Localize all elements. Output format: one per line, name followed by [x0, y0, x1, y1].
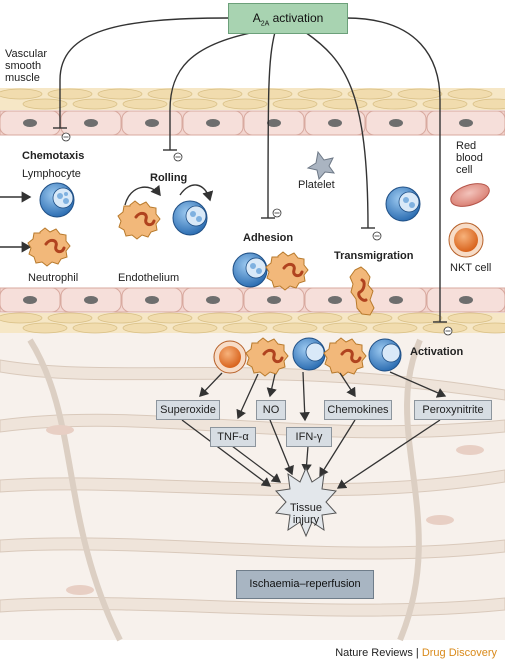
endothelium-label: Endothelium [118, 272, 180, 284]
credit-separator: | [412, 647, 422, 659]
credit-journal: Nature Reviews [335, 647, 413, 659]
transmigrating-neutrophil [349, 266, 375, 316]
adhesion-neutrophil [265, 251, 309, 291]
mediator-arrows [199, 371, 447, 422]
neutrophil-label: Neutrophil [28, 272, 79, 284]
activation-subscript: 2A [260, 20, 270, 28]
lower-smooth-muscle [0, 312, 505, 334]
rolling-lymphocyte [172, 200, 208, 236]
chemokines-box: Chemokines [324, 400, 392, 420]
activation-label: Activation [410, 346, 464, 358]
superoxide-box: Superoxide [156, 400, 220, 420]
upper-smooth-muscle [0, 88, 505, 110]
rolling-neutrophil [117, 200, 161, 240]
entry-arrows [0, 184, 214, 253]
platelet-label: Platelet [298, 179, 335, 191]
no-box: NO [256, 400, 286, 420]
ifn-gamma-box: IFN-γ [286, 427, 332, 447]
vascular-smooth-muscle-label: Vascular smooth muscle [5, 48, 47, 85]
lymphocyte-label: Lymphocyte [22, 168, 81, 180]
adhesion-label: Adhesion [243, 232, 294, 244]
adhesion-lymphocyte [232, 252, 268, 288]
tissue-injury-label: Tissue injury [290, 502, 322, 527]
extravascular-cell-cluster [213, 337, 402, 377]
red-blood-cell-label: Red blood cell [456, 140, 483, 177]
lymphocyte-cell [39, 182, 75, 218]
a2a-activation-box: A2A activation [228, 3, 348, 34]
nkt-cell-label: NKT cell [450, 262, 492, 274]
inhibition-lines [53, 17, 447, 323]
credit-section: Drug Discovery [421, 647, 497, 659]
activation-prefix: A [252, 11, 261, 25]
red-blood-cell [450, 183, 490, 207]
chemotaxis-label: Chemotaxis [22, 150, 85, 162]
journal-credit: Nature Reviews | Drug Discovery [335, 647, 497, 659]
upper-endothelium [0, 110, 505, 136]
lymphocyte-cell-2 [385, 186, 421, 222]
activation-suffix: activation [269, 11, 324, 25]
tissue-injury-burst [274, 466, 338, 538]
neutrophil-cell [27, 227, 71, 267]
ischaemia-reperfusion-box: Ischaemia–reperfusion [236, 570, 374, 599]
platelet-cell [306, 150, 336, 181]
lower-endothelium [0, 287, 505, 313]
transmigration-label: Transmigration [334, 250, 414, 262]
rolling-label: Rolling [150, 172, 188, 184]
peroxynitrite-box: Peroxynitrite [414, 400, 492, 420]
inhibition-signs [61, 132, 453, 336]
nkt-cell [448, 222, 484, 258]
tnf-alpha-box: TNF-α [210, 427, 256, 447]
